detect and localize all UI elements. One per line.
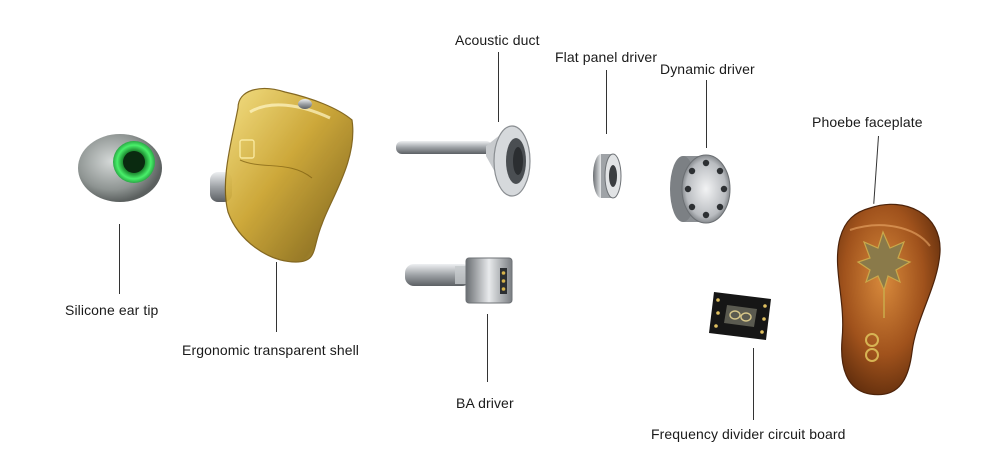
label-silicone-ear-tip: Silicone ear tip (65, 302, 159, 318)
ba-driver-illustration (405, 257, 513, 304)
label-crossover-board: Frequency divider circuit board (651, 426, 846, 442)
leader-line-flat-panel (606, 70, 608, 134)
flat-panel-driver-illustration (593, 153, 622, 199)
acoustic-duct-illustration (396, 125, 531, 197)
leader-line-crossover (753, 348, 755, 420)
label-acoustic-duct: Acoustic duct (455, 32, 540, 48)
label-flat-panel-driver: Flat panel driver (555, 49, 658, 65)
silicone-ear-tip-illustration (78, 134, 162, 202)
dynamic-driver-illustration (670, 154, 731, 224)
leader-line-acoustic-duct (498, 52, 500, 122)
label-shell: Ergonomic transparent shell (182, 342, 360, 358)
leader-line-ear-tip (119, 224, 121, 294)
label-faceplate: Phoebe faceplate (812, 114, 923, 130)
crossover-board-illustration (709, 292, 771, 340)
leader-line-dynamic-driver (706, 80, 708, 148)
shell-illustration (210, 87, 354, 263)
label-dynamic-driver: Dynamic driver (660, 61, 755, 77)
faceplate-illustration (836, 203, 941, 396)
label-ba-driver: BA driver (456, 395, 514, 411)
leader-line-shell (276, 262, 278, 332)
leader-line-ba-driver (487, 314, 489, 382)
